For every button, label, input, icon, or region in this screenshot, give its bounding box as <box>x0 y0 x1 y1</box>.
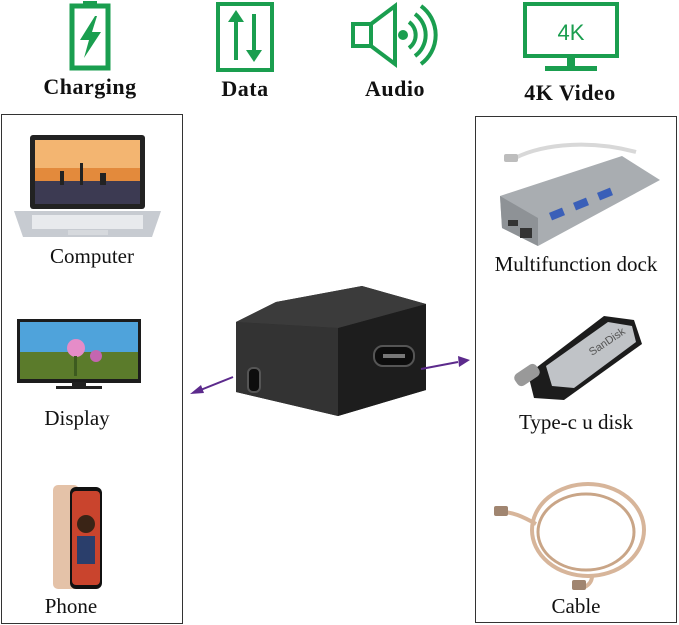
feature-label-4k-video: 4K Video <box>524 80 616 105</box>
arrow-right-head <box>458 356 470 367</box>
laptop-image <box>10 133 165 244</box>
connection-arrows <box>190 356 470 394</box>
feature-label-audio: Audio <box>365 76 425 101</box>
device-label-display: Display <box>44 406 110 430</box>
device-label-usb-disk: Type-c u disk <box>518 410 633 434</box>
arrow-left-head <box>190 385 204 394</box>
usb-disk-image: SanDisk <box>508 304 648 409</box>
cable-image <box>492 476 657 597</box>
device-label-computer: Computer <box>50 244 134 268</box>
monitor-4k-icon: 4K <box>522 2 619 71</box>
feature-charging: Charging <box>40 0 140 100</box>
display-image <box>16 318 142 395</box>
device-label-phone: Phone <box>44 594 98 618</box>
data-transfer-icon <box>216 2 274 72</box>
feature-label-charging: Charging <box>43 74 137 99</box>
keystone-connector-image <box>226 286 426 426</box>
speaker-icon <box>351 2 438 68</box>
battery-charging-icon <box>69 1 111 71</box>
device-label-dock: Multifunction dock <box>494 252 658 276</box>
feature-data: Data <box>205 0 285 102</box>
right-device-panel <box>475 116 677 623</box>
feature-audio: Audio <box>340 0 450 102</box>
phone-image <box>52 484 104 595</box>
dock-image <box>494 138 664 255</box>
feature-label-data: Data <box>221 76 269 101</box>
device-label-cable: Cable <box>551 594 601 618</box>
feature-4k-video: 4K 4K Video <box>505 0 635 106</box>
arrow-right-line <box>420 361 459 370</box>
arrow-left-line <box>197 376 234 392</box>
left-device-panel <box>1 114 183 624</box>
monitor-badge: 4K <box>557 20 584 45</box>
